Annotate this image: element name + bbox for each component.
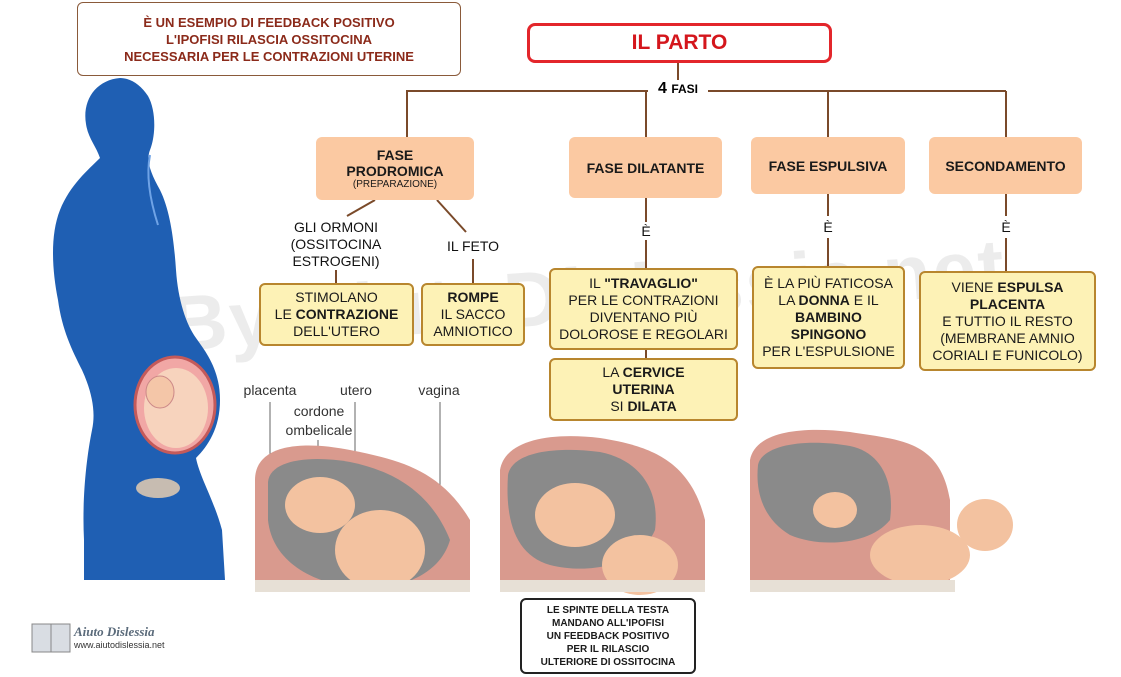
anatomy-label-vagina: vagina (418, 382, 460, 398)
illustration-stage-1 (255, 445, 470, 592)
label-ormoni-line-2: (OSSITOCINA (290, 236, 382, 252)
box-cervice-line-1a: LA (602, 364, 623, 380)
box-contrazione: STIMOLANO LE CONTRAZIONE DELL'UTERO (259, 283, 414, 346)
box-secondamento-line-4: (MEMBRANE AMNIO (940, 329, 1075, 346)
box-espulsiva-line-2a: LA (778, 292, 799, 308)
box-travaglio-line-3: DIVENTANO PIÙ (589, 309, 698, 325)
phase-prodromica-title2: PRODROMICA (346, 163, 444, 179)
logo-name: Aiuto Dislessia (74, 624, 155, 639)
box-secondamento-line-5: CORIALI E FUNICOLO) (932, 346, 1083, 363)
box-contrazione-line-2a: LE (274, 306, 296, 322)
feedback-note: È UN ESEMPIO DI FEEDBACK POSITIVO L'IPOF… (77, 2, 461, 76)
box-travaglio-line-2: PER LE CONTRAZIONI (568, 292, 719, 308)
box-secondamento-line-1a: VIENE (951, 278, 998, 295)
fasi-number: 4 (657, 80, 667, 97)
box-rompe-line-1: ROMPE (447, 289, 499, 305)
box-contrazione-line-2: LE CONTRAZIONE (275, 306, 399, 323)
box-espulsiva-line-1: È LA PIÙ FATICOSA (764, 275, 893, 291)
box-secondamento-line-3: E TUTTIO IL RESTO (942, 312, 1073, 329)
anatomy-label-utero: utero (340, 382, 372, 398)
box-secondamento-line-1: VIENE ESPULSA (951, 279, 1063, 296)
label-ormoni-line-1: GLI ORMONI (293, 219, 378, 235)
page-title-text: IL PARTO (631, 31, 728, 54)
box-espulsiva-line-2b: DONNA (798, 292, 850, 308)
phase-secondamento-title: SECONDAMENTO (945, 157, 1066, 174)
box-espulsiva-line-5: PER L'ESPULSIONE (762, 343, 895, 359)
box-secondamento-line-1b: ESPULSA (997, 278, 1064, 295)
book-icon (31, 623, 71, 653)
phase-prodromica-sub: (PREPARAZIONE) (352, 179, 438, 190)
box-cervice-line-1b: CERVICE (622, 364, 685, 380)
spinte-note-line-5: ULTERIORE DI OSSITOCINA (540, 656, 676, 668)
box-cervice: LA CERVICE UTERINA SI DILATA (549, 358, 738, 421)
box-contrazione-line-2b: CONTRAZIONE (295, 306, 399, 322)
label-ormoni-line-3: ESTROGENI) (292, 253, 380, 269)
box-contrazione-line-1: STIMOLANO (295, 289, 378, 305)
box-rompe-line-3: AMNIOTICO (433, 323, 513, 339)
box-travaglio-line-1a: IL (589, 275, 605, 291)
box-espulsiva-line-4: SPINGONO (790, 326, 867, 342)
illustration-stage-2 (500, 436, 705, 595)
anatomy-label-placenta: placenta (243, 382, 297, 398)
box-espulsiva: È LA PIÙ FATICOSA LA DONNA E IL BAMBINO … (752, 266, 905, 369)
feedback-note-line-3: NECESSARIA PER LE CONTRAZIONI UTERINE (124, 48, 414, 64)
phase-prodromica: FASE PRODROMICA (PREPARAZIONE) (316, 137, 474, 200)
box-espulsiva-line-3: BAMBINO (795, 309, 862, 325)
phase-espulsiva-title: FASE ESPULSIVA (768, 157, 888, 174)
fasi-count: 4 FASI (648, 80, 708, 98)
box-secondamento-line-2: PLACENTA (969, 295, 1046, 312)
box-cervice-line-3b: DILATA (627, 398, 677, 414)
connector-e-dilatante: È (636, 223, 656, 240)
box-travaglio-line-4: DOLOROSE E REGOLARI (559, 326, 728, 342)
anatomy-label-ombelicale: ombelicale (285, 422, 353, 438)
box-rompe: ROMPE IL SACCO AMNIOTICO (421, 283, 525, 346)
feedback-note-line-1: È UN ESEMPIO DI FEEDBACK POSITIVO (143, 14, 395, 30)
phase-espulsiva: FASE ESPULSIVA (751, 137, 905, 194)
box-cervice-line-1: LA CERVICE (602, 364, 684, 381)
phase-dilatante: FASE DILATANTE (569, 137, 722, 198)
box-travaglio: IL "TRAVAGLIO" PER LE CONTRAZIONI DIVENT… (549, 268, 738, 350)
box-cervice-line-2: UTERINA (612, 381, 675, 397)
spinte-note-line-4: PER IL RILASCIO (566, 643, 650, 655)
label-feto: IL FETO (446, 238, 500, 254)
pregnant-woman-figure (53, 78, 225, 580)
logo[interactable]: Aiuto Dislessia www.aiutodislessia.net (74, 624, 194, 651)
box-cervice-line-3: SI DILATA (610, 398, 676, 415)
phase-prodromica-title: FASE (376, 147, 414, 163)
label-ormoni: GLI ORMONI (OSSITOCINA ESTROGENI) (280, 219, 392, 270)
box-espulsiva-line-2: LA DONNA E IL (778, 292, 878, 309)
page-title: IL PARTO (527, 23, 832, 63)
box-contrazione-line-3: DELL'UTERO (293, 323, 380, 339)
feedback-note-line-2: L'IPOFISI RILASCIA OSSITOCINA (165, 31, 373, 47)
fasi-label: FASI (671, 82, 699, 96)
box-espulsiva-line-2c: E IL (849, 292, 879, 308)
phase-secondamento: SECONDAMENTO (929, 137, 1082, 194)
phase-dilatante-title: FASE DILATANTE (586, 159, 705, 176)
box-cervice-line-3a: SI (610, 398, 628, 414)
illustration-stage-3 (750, 429, 1013, 592)
logo-url: www.aiutodislessia.net (74, 640, 165, 650)
anatomy-label-cordone: cordone (293, 403, 345, 419)
box-travaglio-line-1b: "TRAVAGLIO" (604, 275, 698, 291)
spinte-note: LE SPINTE DELLA TESTA MANDANO ALL'IPOFIS… (520, 598, 696, 674)
spinte-note-line-3: UN FEEDBACK POSITIVO (546, 630, 670, 642)
connector-e-secondamento: È (996, 219, 1016, 236)
spinte-note-line-2: MANDANO ALL'IPOFISI (551, 617, 664, 629)
box-rompe-line-2: IL SACCO (440, 306, 506, 322)
box-secondamento: VIENE ESPULSA PLACENTA E TUTTIO IL RESTO… (919, 271, 1096, 371)
box-travaglio-line-1: IL "TRAVAGLIO" (589, 275, 698, 292)
connector-e-espulsiva: È (818, 219, 838, 236)
spinte-note-line-1: LE SPINTE DELLA TESTA (546, 604, 670, 616)
